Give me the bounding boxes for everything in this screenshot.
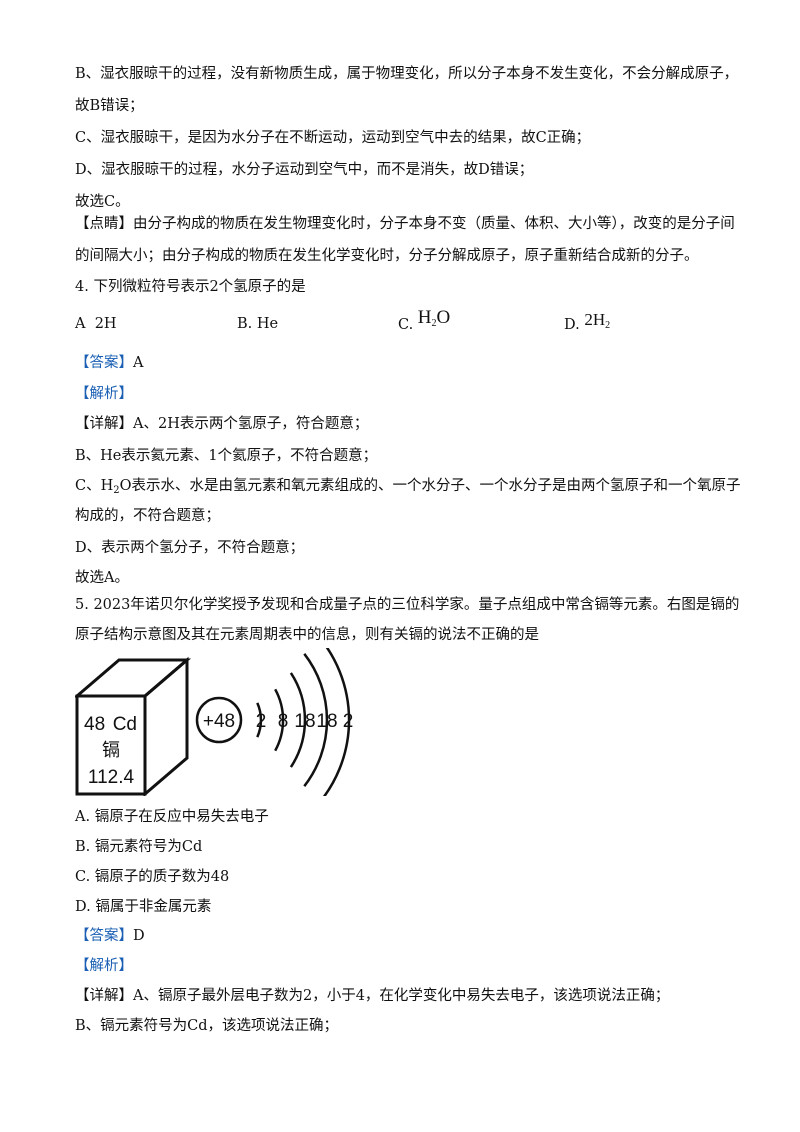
comment-line-1: 【点睛】由分子构成的物质在发生物理变化时，分子本身不变（质量、体积、大小等），改… [75,214,735,234]
cube-top-face [75,658,192,698]
cube-front-face [75,694,147,796]
element-cube [75,656,192,796]
prev-line-3: C、湿衣服晾干，是因为水分子在不断运动，运动到空气中去的结果，故C正确； [75,130,591,146]
q4-option-c-formula: H2O [417,307,451,329]
q4-option-d: D. 2H2 [564,310,611,333]
comment-text-1: 由分子构成的物质在发生物理变化时，分子本身不变（质量、体积、大小等），改变的是分… [133,216,735,232]
electron-shell-count: 18 [294,711,315,732]
q4-conclusion: 故选A。 [75,570,129,586]
electron-shell-arc [289,672,307,768]
q5-option-c: C. 镉原子的质子数为48 [75,869,230,885]
q4-option-d-label: D. [564,317,580,333]
q4-analysis-tag: 【解析】 [75,386,133,402]
electron-shell-arc [256,702,263,738]
q4-option-d-formula: 2H2 [584,310,611,331]
q5-stem-1: 5. 2023年诺贝尔化学奖授予发现和合成量子点的三位科学家。量子点组成中常含镉… [75,597,740,613]
cube-side-face [143,656,189,796]
electron-shell-count: 2 [256,711,267,732]
q4-option-a-text: 2H [94,316,117,332]
q4-answer-line: 【答案】A [75,353,143,373]
q5-stem-2: 原子结构示意图及其在元素周期表中的信息，则有关镉的说法不正确的是 [75,627,539,643]
q4-detail-b: B、He表示氦元素、1个氦原子，不符合题意； [75,448,378,464]
q4-option-b: B. He [237,314,278,334]
q4-option-a-label: A [75,316,86,332]
prev-line-4: D、湿衣服晾干的过程，水分子运动到空气中，而不是消失，故D错误； [75,162,534,178]
q4-answer: A [133,355,144,371]
q4-detail-tag: 【详解】 [75,416,133,432]
electron-shell-count: 8 [278,711,289,732]
q5-option-a: A. 镉原子在反应中易失去电子 [75,809,269,825]
comment-line-2: 的间隔大小；由分子构成的物质在发生化学变化时，分子分解成原子，原子重新结合成新的… [75,248,699,264]
prev-line-1: B、湿衣服晾干的过程，没有新物质生成，属于物理变化，所以分子本身不发生变化，不会… [75,66,739,82]
q4-detail-c: C、H2O表示水、水是由氢元素和氧元素组成的、一个水分子、一个水分子是由两个氢原… [75,478,741,496]
q5-analysis-tag: 【解析】 [75,958,133,974]
electron-shell-count: 18 [316,711,337,732]
nucleus-circle [195,696,243,744]
q4-option-c: C. H2O [398,307,451,334]
comment-tag: 【点睛】 [75,216,133,232]
q5-detail-tag: 【详解】 [75,988,133,1004]
q4-detail-d: D、表示两个氢分子，不符合题意； [75,540,305,556]
q4-option-c-label: C. [398,317,414,333]
prev-line-2: 故B错误； [75,98,144,114]
q4-option-b-label: B. [237,316,253,332]
electron-shell-arc [274,688,285,752]
electron-shell-arcs [256,648,351,796]
q4-detail-c2: 构成的，不符合题意； [75,508,220,524]
q5-detail-b: B、镉元素符号为Cd，该选项说法正确； [75,1018,339,1034]
q5-option-d: D. 镉属于非金属元素 [75,899,212,915]
q5-answer-tag: 【答案】 [75,928,133,944]
q5-option-b: B. 镉元素符号为Cd [75,839,203,855]
prev-line-5: 故选C。 [75,194,130,210]
element-number: 48 [84,714,105,735]
electron-shell-arc [322,648,351,796]
q4-option-b-text: He [256,316,279,332]
element-mass: 112.4 [88,767,135,788]
element-symbol: Cd [113,714,137,735]
nucleus-charge: +48 [203,711,235,732]
q4-option-a: A 2H [75,314,117,334]
q5-detail-a: 【详解】A、镉原子最外层电子数为2，小于4，在化学变化中易失去电子，该选项说法正… [75,988,670,1004]
q4-stem: 4. 下列微粒符号表示2个氢原子的是 [75,279,306,295]
q4-detail-a: 【详解】A、2H表示两个氢原子，符合题意； [75,416,369,432]
electron-shell-count: 2 [343,711,354,732]
q5-answer-line: 【答案】D [75,926,145,946]
q5-answer: D [133,928,145,944]
q4-answer-tag: 【答案】 [75,355,133,371]
electron-shell-arc [303,653,329,787]
element-name: 镉 [102,740,120,761]
